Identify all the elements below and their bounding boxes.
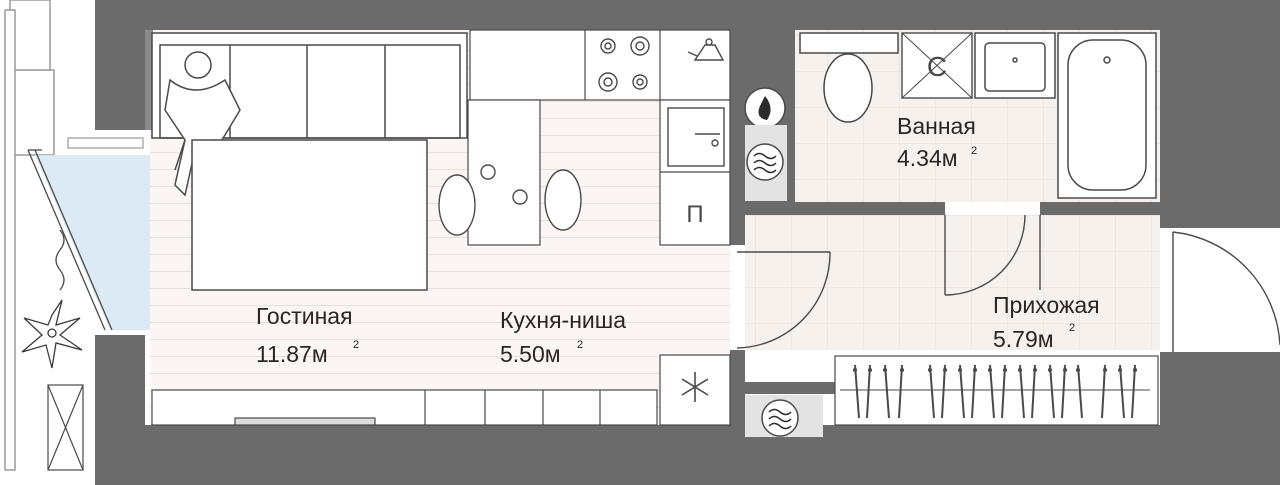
bathroom-area-sup: 2 xyxy=(971,145,977,157)
kitchen-name: Кухня-ниша xyxy=(500,307,626,333)
hanger-hook xyxy=(928,368,932,372)
living-room-label: Гостиная 11.87м 2 xyxy=(256,303,359,367)
hanger-hook xyxy=(1133,368,1137,372)
hanger-icon xyxy=(941,364,946,419)
hanger-icon xyxy=(854,364,860,419)
hanger-hook xyxy=(853,368,857,372)
hanger-icon xyxy=(959,364,965,419)
stove-icon xyxy=(598,36,650,92)
door-swing-icon xyxy=(736,214,1280,352)
bathroom-name: Ванная xyxy=(897,113,976,139)
fridge-snowflake-icon xyxy=(681,372,709,402)
hanger-icon xyxy=(1101,364,1106,419)
hallway-floor xyxy=(745,215,1160,350)
hanger-icon xyxy=(1061,364,1066,419)
window-glass xyxy=(35,155,150,330)
living-room-area: 11.87м xyxy=(256,341,328,367)
washing-machine-icon xyxy=(745,395,823,437)
hanger-icon xyxy=(1001,364,1006,419)
kitchen-label: Кухня-ниша 5.50м 2 xyxy=(500,307,626,367)
wardrobe xyxy=(834,355,1159,426)
hanger-hook xyxy=(958,368,962,372)
washbasin xyxy=(974,32,1056,99)
hanger-icon xyxy=(898,364,903,419)
hanger-hook xyxy=(943,368,947,372)
hanger-icon xyxy=(1131,364,1136,419)
plant-icon xyxy=(21,299,83,369)
hanger-hook xyxy=(1003,368,1007,372)
hanger-hook xyxy=(883,368,887,372)
hanger-hook xyxy=(1063,368,1067,372)
kitchen-area-sup: 2 xyxy=(577,339,583,351)
hanger-hook xyxy=(868,368,872,372)
hanger-icon xyxy=(866,364,871,419)
hanger-icon xyxy=(1031,364,1036,419)
window-sill xyxy=(67,137,144,149)
hanger-group xyxy=(853,364,1137,419)
hanger-icon xyxy=(884,364,890,419)
bathtub-icon xyxy=(1057,32,1157,199)
boiler-letter: С xyxy=(927,51,947,82)
window-frame xyxy=(27,149,113,331)
hallway-area-sup: 2 xyxy=(1069,322,1075,334)
sink-icon xyxy=(667,107,725,167)
hanger-icon xyxy=(1077,364,1083,419)
hanger-icon xyxy=(929,364,935,419)
living-room-area-sup: 2 xyxy=(353,339,359,351)
hanger-hook xyxy=(973,368,977,372)
hanger-icon xyxy=(1049,364,1055,419)
hanger-hook xyxy=(1033,368,1037,372)
hanger-icon xyxy=(1119,364,1125,419)
kitchen-area: 5.50м xyxy=(500,341,561,367)
hanger-hook xyxy=(1118,368,1122,372)
hanger-hook xyxy=(1103,368,1107,372)
boiler: С xyxy=(901,32,973,99)
hanger-hook xyxy=(988,368,992,372)
bed xyxy=(191,139,428,291)
bathroom-label: Ванная 4.34м 2 xyxy=(897,113,977,171)
hallway-area: 5.79м xyxy=(993,326,1054,352)
hanger-hook xyxy=(900,368,904,372)
hanger-icon xyxy=(971,364,976,419)
dining-table xyxy=(467,99,541,246)
hallway-name: Прихожая xyxy=(993,292,1100,318)
kettle-icon xyxy=(687,38,725,61)
hallway-label: Прихожая 5.79м 2 xyxy=(993,292,1100,352)
living-room-name: Гостиная xyxy=(256,303,353,329)
hanger-icon xyxy=(989,364,995,419)
heater-icon xyxy=(745,125,787,201)
hanger-hook xyxy=(1076,368,1080,372)
bathroom-area: 4.34м xyxy=(897,145,958,171)
hanger-hook xyxy=(1018,368,1022,372)
dishwasher: П xyxy=(686,201,703,228)
toilet-icon xyxy=(799,32,899,123)
wall-end xyxy=(145,30,153,130)
hanger-icon xyxy=(1019,364,1025,419)
tv-cabinet xyxy=(151,389,658,426)
balcony-box xyxy=(47,384,84,471)
chairs xyxy=(438,164,582,236)
gas-icon xyxy=(744,87,786,129)
dishwasher-letter: П xyxy=(686,201,703,228)
hanger-hook xyxy=(1048,368,1052,372)
